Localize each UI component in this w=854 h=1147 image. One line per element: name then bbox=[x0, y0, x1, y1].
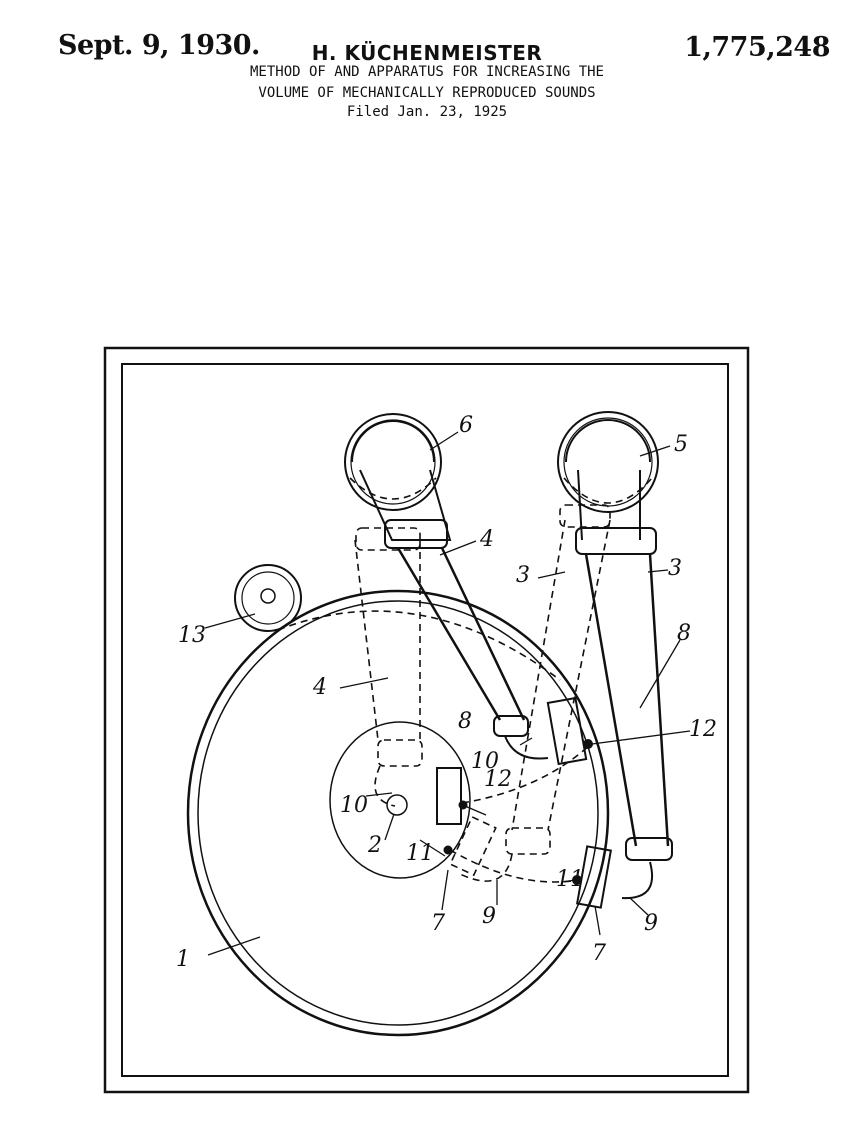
part-13-outer bbox=[234, 564, 302, 632]
part-13-center bbox=[260, 588, 276, 604]
ref-8-inner: 8 bbox=[458, 709, 472, 734]
spindle bbox=[386, 794, 408, 816]
mount-5-outer bbox=[557, 411, 659, 513]
cabinet-inner-frame bbox=[121, 363, 729, 1077]
hidden-mount-5-arc bbox=[563, 477, 653, 504]
arm-3-elbow bbox=[621, 861, 654, 900]
ref-4-dashed: 4 bbox=[312, 675, 327, 700]
ref-6: 6 bbox=[459, 413, 473, 438]
ref-7-right: 7 bbox=[592, 941, 606, 966]
turntable-outer-rim bbox=[186, 589, 610, 1037]
arm-3-tube bbox=[584, 553, 670, 847]
ref-9-inner: 9 bbox=[482, 904, 496, 929]
arm-4-collar bbox=[384, 519, 448, 549]
patent-title-line-2: VOLUME OF MECHANICALLY REPRODUCED SOUNDS bbox=[258, 85, 596, 101]
cabinet-outer-frame bbox=[103, 346, 750, 1094]
arm-3-neck bbox=[577, 469, 641, 541]
ref-1: 1 bbox=[176, 947, 190, 972]
hidden-soundbox-inner bbox=[449, 815, 497, 877]
mount-6-arc bbox=[351, 420, 435, 463]
inventor-name: H. KÜCHENMEISTER bbox=[311, 41, 543, 65]
hidden-arm-4-end bbox=[377, 739, 423, 767]
mount-5-arc bbox=[565, 419, 651, 463]
hidden-arm-4-collar bbox=[355, 527, 421, 551]
ref-4-solid: 4 bbox=[479, 527, 494, 552]
hidden-arm-3-tube bbox=[511, 519, 611, 831]
soundbox-8-inner bbox=[436, 767, 462, 825]
hidden-arm-3-end bbox=[505, 827, 551, 855]
hidden-arm-4-elbow bbox=[374, 765, 396, 807]
mount-5-ring bbox=[563, 417, 653, 507]
ref-3-dashed: 3 bbox=[516, 563, 530, 588]
patent-title-line-1: METHOD OF AND APPARATUS FOR INCREASING T… bbox=[249, 64, 604, 80]
hidden-arm-4-tube bbox=[354, 539, 421, 741]
hidden-sweep-arc bbox=[277, 610, 561, 681]
ref-11-right: 11 bbox=[556, 867, 584, 892]
ref-2: 2 bbox=[367, 833, 382, 858]
arm-3-end-collar bbox=[625, 837, 673, 861]
ref-10-arm: 10 bbox=[471, 749, 499, 774]
ref-5: 5 bbox=[674, 432, 688, 457]
filing-date: Filed Jan. 23, 1925 bbox=[346, 104, 508, 120]
soundbox-8-right bbox=[546, 696, 588, 766]
ref-13: 13 bbox=[178, 623, 206, 648]
ref-3-solid: 3 bbox=[668, 556, 682, 581]
center-disc bbox=[329, 721, 471, 879]
pivot-12-right bbox=[583, 739, 593, 749]
ref-11-inner: 11 bbox=[406, 841, 434, 866]
ref-7-inner: 7 bbox=[431, 911, 445, 936]
ref-8-right: 8 bbox=[677, 621, 691, 646]
hidden-link-12 bbox=[461, 744, 591, 804]
hidden-arm-3-elbow bbox=[459, 853, 513, 882]
turntable-inner-rim bbox=[197, 600, 599, 1026]
ref-10-inner: 10 bbox=[340, 793, 368, 818]
ref-9-right: 9 bbox=[644, 911, 658, 936]
arm-4-neck bbox=[359, 469, 452, 541]
patent-number: 1,775,248 bbox=[684, 32, 830, 63]
arm-4-elbow bbox=[504, 735, 549, 760]
ref-12-right: 12 bbox=[689, 717, 717, 742]
part-13-inner bbox=[241, 571, 295, 625]
mount-6-outer bbox=[344, 413, 442, 511]
arm-4-end-collar bbox=[493, 715, 529, 737]
ref-12-inner: 12 bbox=[484, 767, 512, 792]
hidden-arm-3-collar bbox=[559, 504, 611, 528]
soundbox-7-right bbox=[575, 845, 613, 909]
arm-3-collar bbox=[575, 527, 657, 555]
patent-date: Sept. 9, 1930. bbox=[58, 30, 260, 61]
hidden-mount-6-arc bbox=[349, 477, 437, 500]
